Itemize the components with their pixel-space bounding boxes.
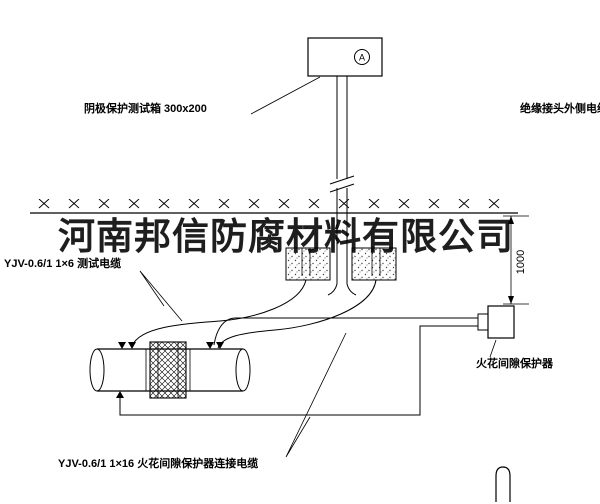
label-connection-cable: YJV-0.6/1 1×16 火花间隙保护器连接电缆: [58, 458, 259, 470]
riser-symbol: [495, 466, 511, 502]
label-insulated-joint-cable: 绝缘接头外侧电缆: [520, 103, 600, 115]
concrete-blocks: [285, 247, 397, 281]
company-watermark: 河南邦信防腐材料有限公司: [58, 215, 514, 258]
label-test-box: 阴极保护测试箱 300x200: [84, 103, 207, 115]
ammeter-symbol: A: [359, 53, 365, 63]
pipeline: [89, 341, 251, 399]
ground-line: [30, 199, 518, 214]
dimension-1000: 1000: [503, 215, 529, 305]
insulating-joint: [149, 341, 187, 399]
label-test-cable: YJV-0.6/1 1×6 测试电缆: [4, 258, 122, 270]
label-spark-gap-protector: 火花间隙保护器: [476, 358, 553, 370]
dimension-text: 1000: [515, 250, 527, 274]
spark-gap-cables: [119, 317, 478, 416]
leader-lines: [139, 76, 497, 458]
spark-gap-protector: [477, 305, 515, 339]
cable-conduit: [327, 76, 357, 296]
cathodic-test-box: A: [307, 37, 383, 77]
pipe-break-icon: [329, 175, 355, 193]
test-cables: [131, 279, 377, 349]
